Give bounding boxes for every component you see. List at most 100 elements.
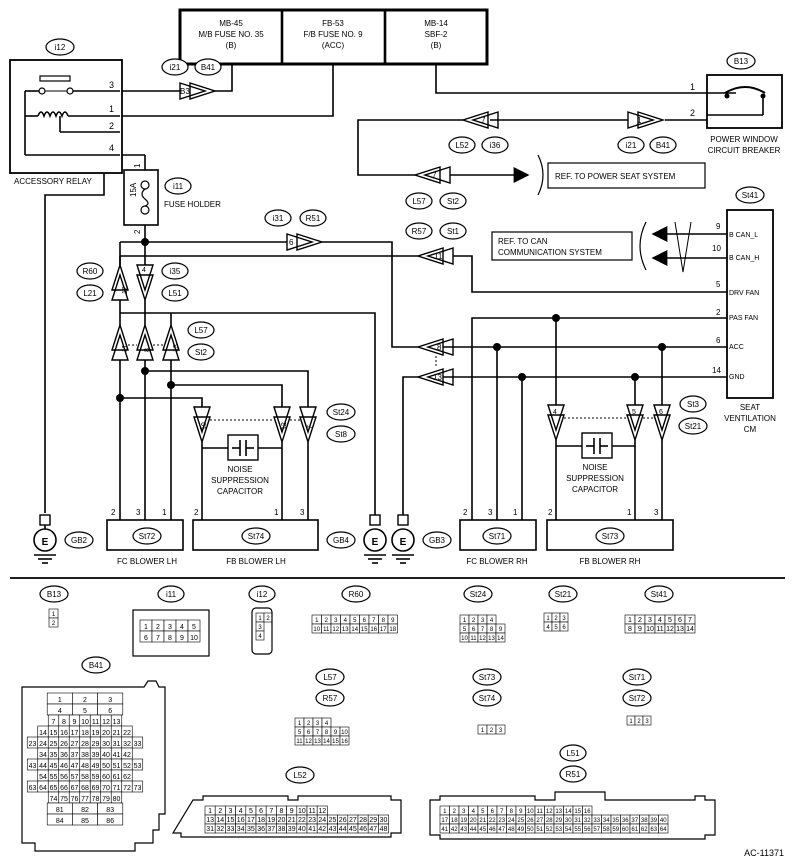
pin-number-i12: 1 <box>258 616 262 622</box>
pin-number-l52: 45 <box>349 826 357 833</box>
pin-number-l51: 58 <box>603 827 610 833</box>
fuse-fb53-line3: (ACC) <box>322 41 345 50</box>
pin-number-st41: 14 <box>686 626 694 633</box>
svg-text:GB3: GB3 <box>429 536 446 545</box>
pin-number-b41: 59 <box>92 774 100 781</box>
cm-pinname-drvfan: DRV FAN <box>729 290 759 297</box>
pin-number-st41: 2 <box>638 617 642 624</box>
pin-number-l52: 1 <box>208 808 212 815</box>
fuse-mb45-line1: MB-45 <box>219 19 243 28</box>
ground-gb4: E <box>363 514 387 564</box>
pin-number-l52: 40 <box>298 826 306 833</box>
ref-power-seat-label: REF. TO POWER SEAT SYSTEM <box>555 172 676 181</box>
pin-number-l51: 3 <box>462 809 466 815</box>
conn-i21b-oval <box>617 136 645 154</box>
pin-number-i11: 9 <box>180 635 184 642</box>
pin-number-l52: 25 <box>329 817 337 824</box>
pin-number-l51: 16 <box>584 809 591 815</box>
svg-text:i21: i21 <box>626 141 637 150</box>
svg-text:St41: St41 <box>742 191 759 200</box>
cap-rh-line1: NOISE <box>583 463 608 472</box>
pin-number-l51: 43 <box>460 827 467 833</box>
face-title-r57 <box>315 689 345 707</box>
pin-number-l57: 7 <box>316 730 320 736</box>
pin-number-l51: 62 <box>641 827 648 833</box>
svg-text:B13: B13 <box>47 590 62 599</box>
pin-number-b41: 86 <box>106 818 114 825</box>
pin-number-b41: 11 <box>92 719 99 726</box>
fb-blower-rh-label: FB BLOWER RH <box>580 557 641 566</box>
pin-number-b41: 31 <box>113 741 121 748</box>
pin-number-l51: 33 <box>593 818 600 824</box>
pin-number-st24: 5 <box>463 627 467 633</box>
conn-st41-oval <box>735 186 765 204</box>
pin-number-b41: 65 <box>50 785 58 792</box>
pin-number-l51: 6 <box>491 809 495 815</box>
pin-number-st21: 1 <box>546 616 550 622</box>
conn-pin-12b: 12 <box>281 422 288 430</box>
pin-number-l51: 29 <box>555 818 562 824</box>
pin-number-l52: 17 <box>247 817 255 824</box>
fuse-fb53-line1: FB-53 <box>322 19 344 28</box>
fb-blower-lh: 2 1 3 St74 FB BLOWER LH <box>192 508 319 566</box>
svg-text:L57: L57 <box>323 673 337 682</box>
svg-text:i35: i35 <box>170 267 181 276</box>
svg-text:B41: B41 <box>656 141 671 150</box>
svg-text:R60: R60 <box>349 590 364 599</box>
pin-number-st73: 1 <box>481 728 485 734</box>
pin-number-l51: 48 <box>508 827 515 833</box>
pin-number-l52: 22 <box>298 817 306 824</box>
pin-number-b41: 49 <box>92 763 100 770</box>
pin-number-l52: 3 <box>229 808 233 815</box>
pin-number-l51: 23 <box>498 818 505 824</box>
cm-pin-2: 2 <box>716 308 721 317</box>
pin-number-st24: 7 <box>481 627 485 633</box>
pin-cell-b41 <box>131 780 144 793</box>
pin-number-b41: 62 <box>123 774 131 781</box>
pin-number-b41: 63 <box>29 785 37 792</box>
conn-st24-oval <box>326 403 356 421</box>
conn-i31-oval <box>264 209 292 227</box>
pin-number-i11: 8 <box>168 635 172 642</box>
conn-st72-oval <box>132 527 162 545</box>
pin-number-b41: 23 <box>29 741 37 748</box>
pin-number-st21: 5 <box>554 625 558 631</box>
conn-st2b-oval <box>187 343 215 361</box>
ground-gb2: E <box>33 514 57 564</box>
pin-number-l51: 61 <box>631 827 638 833</box>
pin-number-b41: 69 <box>92 785 100 792</box>
pin-number-b41: 6 <box>108 708 112 715</box>
pin-number-l51: 40 <box>660 818 667 824</box>
svg-text:R51: R51 <box>306 214 321 223</box>
conn-b3-arrow <box>179 82 208 100</box>
pin-cell-b13 <box>48 617 59 628</box>
pin-number-b41: 16 <box>60 730 68 737</box>
pin-number-b41: 3 <box>108 697 112 704</box>
pin-number-l51: 60 <box>622 827 629 833</box>
conn-pin-7b: 7 <box>432 171 437 180</box>
svg-text:St3: St3 <box>687 400 700 409</box>
pin-number-l51: 51 <box>536 827 543 833</box>
svg-text:St41: St41 <box>651 590 668 599</box>
st73-pin-1: 1 <box>627 508 632 517</box>
pin-number-b41: 30 <box>102 741 110 748</box>
conn-pin-4r: 4 <box>553 409 557 416</box>
pin-number-b41: 51 <box>113 763 121 770</box>
pin-number-st21: 3 <box>562 616 566 622</box>
svg-text:E: E <box>372 537 379 548</box>
svg-text:L21: L21 <box>83 289 97 298</box>
svg-text:St1: St1 <box>447 227 460 236</box>
pin-number-i12: 4 <box>258 634 262 640</box>
pin-number-r60: 12 <box>332 627 339 633</box>
pin-number-l51: 63 <box>650 827 657 833</box>
conn-pin-8l: 8 <box>144 348 151 352</box>
power-window-circuit-breaker: POWER WINDOW CIRCUIT BREAKER <box>706 74 783 155</box>
st73-pin-3: 3 <box>654 508 659 517</box>
pin-number-l51: 17 <box>441 818 448 824</box>
pin-number-st24: 12 <box>479 636 486 642</box>
pin-number-l51: 24 <box>508 818 515 824</box>
ref-can-line2: COMMUNICATION SYSTEM <box>498 248 602 257</box>
pin-number-l52: 10 <box>298 808 306 815</box>
pin-number-b41: 44 <box>39 763 47 770</box>
conn-pin-11l: 11 <box>122 345 129 352</box>
